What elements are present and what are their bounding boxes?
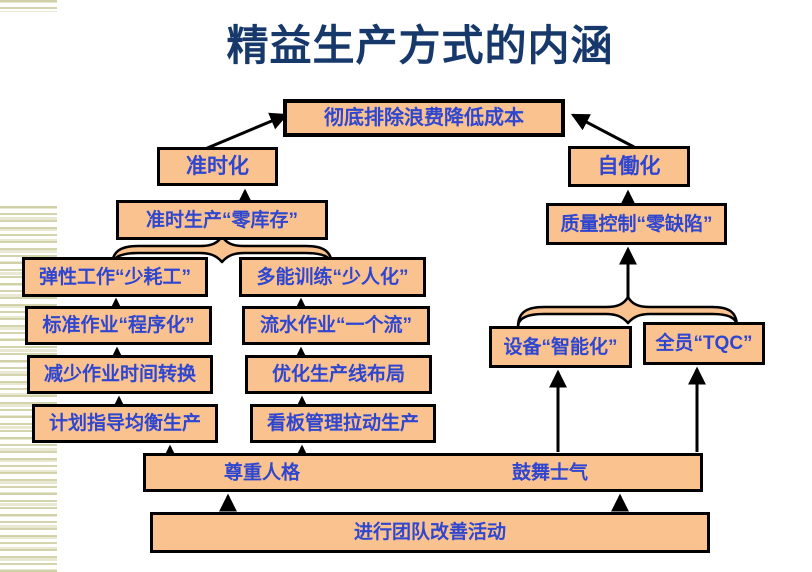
node-morale-label: 鼓舞士气	[512, 462, 589, 483]
node-jit: 准时化	[157, 147, 278, 186]
node-teamwork: 进行团队改善活动	[150, 512, 710, 553]
node-flex-work: 弹性工作“少耗工”	[22, 257, 208, 297]
node-tqc: 全员“TQC”	[643, 322, 765, 365]
node-multiskill-training: 多能训练“少人化”	[239, 257, 426, 297]
node-balanced-production: 计划指导均衡生产	[32, 404, 218, 443]
node-quality: 质量控制“零缺陷”	[546, 203, 727, 245]
left-margin-stripes-top	[0, 0, 57, 12]
node-jidoka: 自働化	[568, 146, 690, 187]
node-line-layout: 优化生产线布局	[245, 355, 432, 394]
node-respect-morale: 尊重人格 鼓舞士气	[143, 453, 703, 492]
slide-title: 精益生产方式的内涵	[226, 22, 614, 69]
node-respect-label: 尊重人格	[224, 462, 301, 483]
node-jit-sub: 准时生产“零库存”	[116, 200, 328, 240]
node-one-piece-flow: 流水作业“一个流”	[242, 306, 430, 345]
node-kanban-pull: 看板管理拉动生产	[250, 404, 436, 443]
node-goal: 彻底排除浪费降低成本	[283, 99, 565, 137]
node-reduce-changeover: 减少作业时间转换	[27, 355, 213, 394]
node-standard-work: 标准作业“程序化”	[25, 306, 212, 345]
node-smart-equipment: 设备“智能化”	[489, 326, 632, 368]
